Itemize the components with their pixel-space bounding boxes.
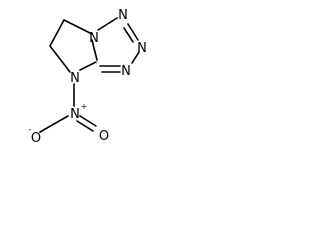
atom-label-n-top-right: N xyxy=(118,8,128,23)
atom-label-n-bottom-right: N xyxy=(121,64,131,79)
atom-label-n-nitro: N xyxy=(70,107,80,122)
bond-n-amine-c xyxy=(79,61,97,71)
structure-diagram: N N N N N N O O + - xyxy=(0,0,170,148)
bond-ch2-n-amine xyxy=(49,45,71,73)
charge-plus: + xyxy=(81,102,88,111)
bond-fused-n-c xyxy=(91,39,98,61)
bond-n-n-top-right-double xyxy=(123,27,134,43)
bond-n-nitro-o-right-double xyxy=(76,120,94,132)
charge-minus: - xyxy=(29,125,32,134)
bond-ch2-ch2 xyxy=(49,19,65,47)
molecule-drawing: N N N N N N O O + - xyxy=(29,8,147,146)
bond-n-n-top-right xyxy=(127,23,139,41)
atom-label-n-top: N xyxy=(89,31,99,46)
atom-label-o-left: O xyxy=(31,131,41,146)
bond-n-nitro-o-left xyxy=(39,115,69,133)
charge-group: + - xyxy=(29,102,88,134)
bond-n-top-n xyxy=(97,17,118,31)
bond-group xyxy=(39,17,140,133)
bond-ch2-n-top xyxy=(63,19,93,35)
atom-label-o-right: O xyxy=(99,129,109,144)
bond-n-n-right xyxy=(131,51,140,64)
atom-label-n-right: N xyxy=(137,41,147,56)
atom-label-group: N N N N N N O O xyxy=(31,8,147,146)
bond-n-nitro-o-right xyxy=(79,115,97,127)
atom-label-n-amine: N xyxy=(70,71,80,86)
